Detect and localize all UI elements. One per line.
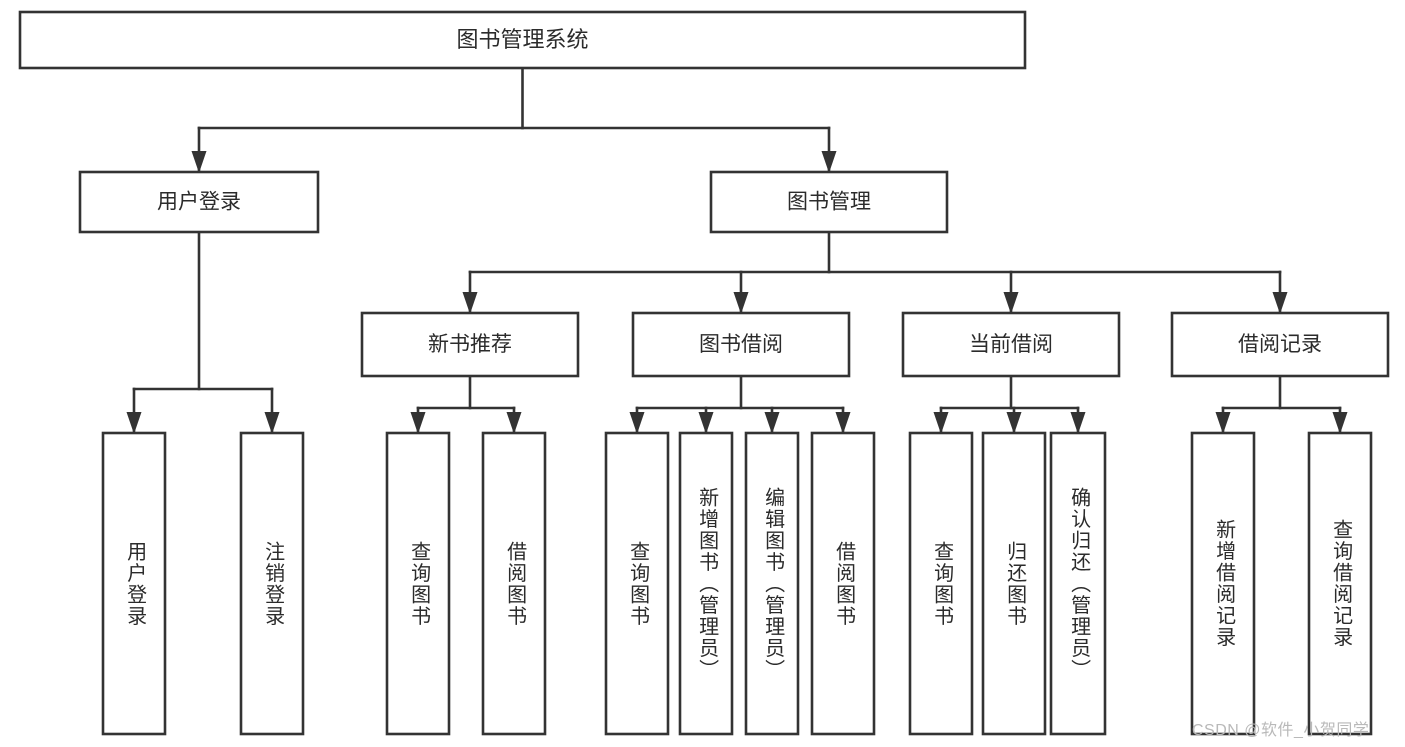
node-leaf-leaf-borrow-book-2[interactable] xyxy=(810,431,876,736)
arrow-head-icon xyxy=(506,412,522,434)
node-leaf-leaf-query-book-3[interactable] xyxy=(908,431,974,736)
node-level3-label-current-borrow: 当前借阅 xyxy=(969,333,1053,356)
node-level2-book-manage[interactable] xyxy=(709,170,949,234)
node-leaf-leaf-confirm-return[interactable] xyxy=(1049,431,1107,736)
node-leaf-leaf-query-record[interactable] xyxy=(1307,431,1373,736)
node-level3-label-borrow-record: 借阅记录 xyxy=(1238,333,1322,356)
arrow-head-icon xyxy=(821,151,837,173)
arrow-head-icon xyxy=(1006,412,1022,434)
node-level2-label-user-login: 用户登录 xyxy=(157,191,241,214)
arrow-head-icon xyxy=(933,412,949,434)
arrow-head-icon xyxy=(264,412,280,434)
node-level3-label-book-borrow: 图书借阅 xyxy=(699,333,783,356)
node-level3-book-borrow[interactable] xyxy=(631,311,851,378)
arrow-head-icon xyxy=(835,412,851,434)
node-leaf-leaf-borrow-book-1[interactable] xyxy=(481,431,547,736)
node-level3-current-borrow[interactable] xyxy=(901,311,1121,378)
node-leaf-leaf-query-book-1[interactable] xyxy=(385,431,451,736)
arrow-head-icon xyxy=(1003,292,1019,314)
node-root-label: 图书管理系统 xyxy=(456,27,588,52)
arrow-head-icon xyxy=(410,412,426,434)
arrow-head-icon xyxy=(698,412,714,434)
node-leaf-leaf-query-book-2[interactable] xyxy=(604,431,670,736)
arrow-head-icon xyxy=(1215,412,1231,434)
arrow-head-icon xyxy=(1272,292,1288,314)
node-leaf-leaf-logout[interactable] xyxy=(239,431,305,736)
arrow-head-icon xyxy=(1070,412,1086,434)
node-box-layer xyxy=(18,10,1390,736)
node-root-system[interactable] xyxy=(18,10,1027,70)
node-leaf-leaf-edit-book[interactable] xyxy=(744,431,800,736)
node-level2-label-book-manage: 图书管理 xyxy=(787,191,871,214)
arrow-head-icon xyxy=(1332,412,1348,434)
arrow-head-icon xyxy=(462,292,478,314)
watermark-text: CSDN @软件_小贺同学 xyxy=(1192,722,1370,739)
node-leaf-leaf-return-book[interactable] xyxy=(981,431,1047,736)
arrow-head-icon xyxy=(733,292,749,314)
node-leaf-leaf-add-record[interactable] xyxy=(1190,431,1256,736)
connector-layer xyxy=(126,66,1348,434)
node-leaf-leaf-add-book[interactable] xyxy=(678,431,734,736)
node-level3-borrow-record[interactable] xyxy=(1170,311,1390,378)
arrow-head-icon xyxy=(191,151,207,173)
node-level2-user-login[interactable] xyxy=(78,170,320,234)
node-level3-new-book-rec[interactable] xyxy=(360,311,580,378)
node-level3-label-new-book-rec: 新书推荐 xyxy=(428,333,512,356)
node-leaf-leaf-user-login[interactable] xyxy=(101,431,167,736)
arrow-head-icon xyxy=(764,412,780,434)
arrow-head-icon xyxy=(629,412,645,434)
arrow-head-icon xyxy=(126,412,142,434)
